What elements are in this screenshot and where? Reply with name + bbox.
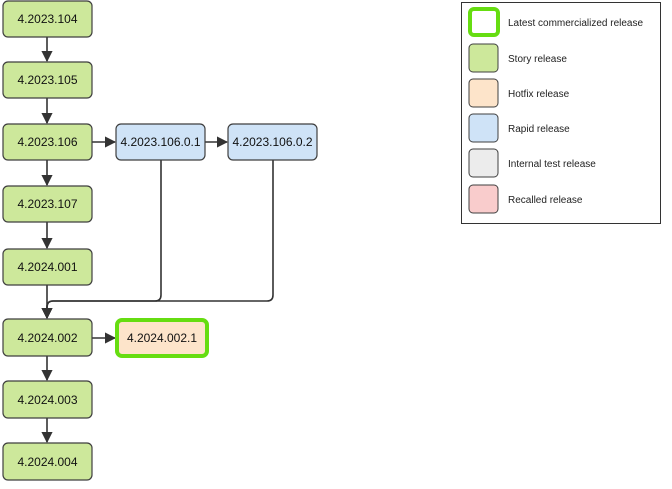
node-4-2023-106-0-1: 4.2023.106.0.1 <box>115 123 206 161</box>
legend-label: Story release <box>508 54 567 65</box>
legend-item-hotfix: Hotfix release <box>468 78 570 108</box>
node-box <box>2 61 93 99</box>
legend-item-story: Story release <box>468 43 567 73</box>
node-box <box>2 123 93 161</box>
node-label: 4.2024.002.1 <box>127 331 197 345</box>
node-label: 4.2023.106 <box>17 135 77 149</box>
node-box <box>2 185 93 223</box>
legend-swatch-latest <box>468 7 500 37</box>
node-label: 4.2024.002 <box>17 331 77 345</box>
edges <box>41 37 274 444</box>
legend-label: Rapid release <box>508 124 570 135</box>
legend-item-rapid: Rapid release <box>468 113 570 143</box>
node-4-2024-003: 4.2024.003 <box>2 380 93 419</box>
legend-swatch-story <box>468 43 499 73</box>
legend-label: Recalled release <box>508 195 583 206</box>
legend-swatch-internal <box>468 148 499 178</box>
edge-106-0-1-2024-002 <box>41 160 162 320</box>
node-label: 4.2024.003 <box>17 393 77 407</box>
legend-swatch-recalled <box>468 184 499 214</box>
edge-106-0-2-2024-002 <box>41 160 274 320</box>
node-4-2023-104: 4.2023.104 <box>2 0 93 38</box>
legend-label: Hotfix release <box>508 89 570 100</box>
node-4-2023-106: 4.2023.106 <box>2 123 93 161</box>
legend-swatch-rapid <box>468 113 499 143</box>
node-box <box>2 248 93 286</box>
node-box <box>2 318 93 357</box>
legend-item-latest: Latest commercialized release <box>468 7 643 37</box>
node-label: 4.2023.107 <box>17 197 77 211</box>
node-4-2023-105: 4.2023.105 <box>2 61 93 99</box>
node-4-2024-002: 4.2024.002 <box>2 318 93 357</box>
node-4-2023-107: 4.2023.107 <box>2 185 93 223</box>
node-box <box>2 0 93 38</box>
node-label: 4.2024.004 <box>17 455 77 469</box>
legend-label: Internal test release <box>508 159 596 170</box>
node-label: 4.2023.106.0.2 <box>232 135 312 149</box>
legend-swatch-hotfix <box>468 78 499 108</box>
legend: Latest commercialized release Story rele… <box>461 2 661 224</box>
node-box <box>227 123 318 161</box>
node-label: 4.2024.001 <box>17 260 77 274</box>
legend-item-internal: Internal test release <box>468 148 596 178</box>
node-label: 4.2023.104 <box>17 12 77 26</box>
node-label: 4.2023.106.0.1 <box>120 135 200 149</box>
nodes: 4.2023.104 4.2023.105 4.2023.106 4.2023.… <box>2 0 318 481</box>
node-4-2024-004: 4.2024.004 <box>2 442 93 481</box>
node-4-2024-001: 4.2024.001 <box>2 248 93 286</box>
node-box <box>2 380 93 419</box>
node-box-latest <box>115 318 209 358</box>
legend-label: Latest commercialized release <box>508 18 643 29</box>
node-4-2024-002-1: 4.2024.002.1 <box>115 318 209 358</box>
node-4-2023-106-0-2: 4.2023.106.0.2 <box>227 123 318 161</box>
legend-item-recalled: Recalled release <box>468 184 583 214</box>
node-box <box>2 442 93 481</box>
node-box <box>115 123 206 161</box>
node-label: 4.2023.105 <box>17 73 77 87</box>
